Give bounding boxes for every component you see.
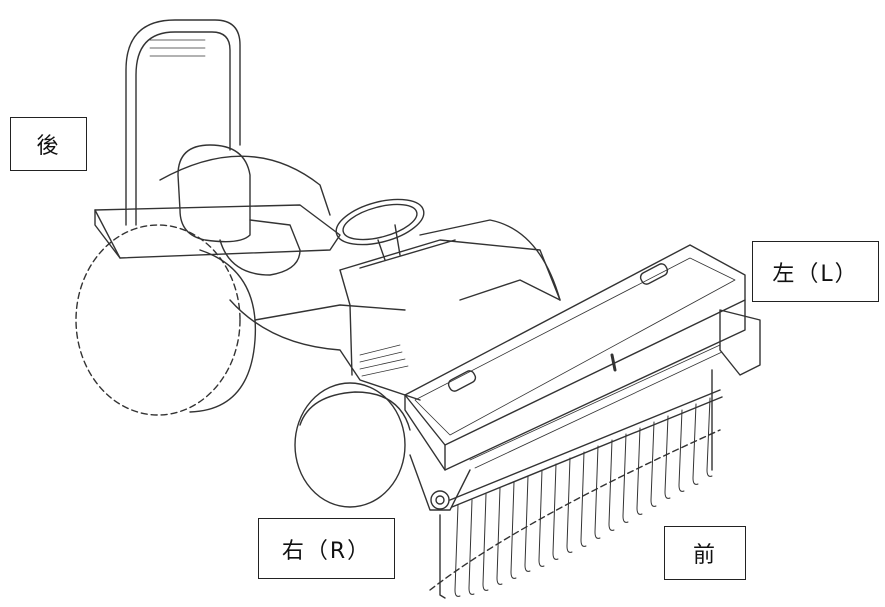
- rear-wheel: [75, 224, 257, 416]
- tractor-body: [229, 239, 561, 401]
- label-left: 左（L）: [752, 241, 879, 302]
- label-rear: 後: [10, 117, 87, 171]
- seat: [177, 144, 301, 276]
- label-front: 前: [664, 526, 746, 580]
- steering-wheel: [335, 198, 425, 261]
- seeder-hopper: [404, 244, 761, 471]
- seeder-tines: [454, 397, 713, 597]
- label-right: 右（R）: [258, 518, 395, 579]
- front-wheel: [294, 382, 411, 508]
- rops-rollbar: [125, 19, 241, 226]
- rear-fender: [94, 155, 341, 259]
- hood: [359, 219, 561, 377]
